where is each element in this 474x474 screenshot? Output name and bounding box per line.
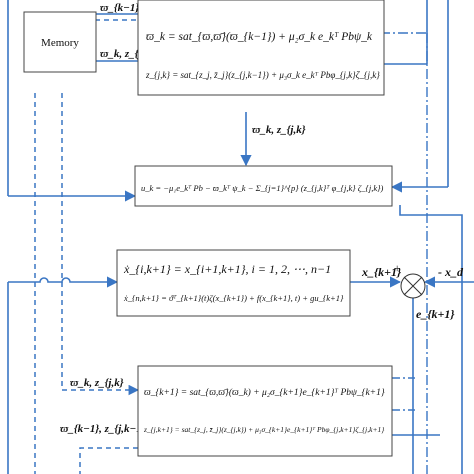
dashdot-lines <box>380 32 428 474</box>
sum-plus: + <box>393 261 401 275</box>
lower-law-out-signal: ϖ_{k−1}, z_{j,k−1} <box>60 423 146 435</box>
upper-law-line1: ϖ_k = sat_{ϖ,ϖ̄}(ϖ_{k−1}) + μ₂σ_k e_kᵀ P… <box>146 31 373 43</box>
controller-equation: u_k = −μ₁e_kᵀ Pb − ϖ_kᵀ ψ_k − Σ_{j=1}^{p… <box>141 183 384 193</box>
upper-adaptive-law-block: ϖ_k = sat_{ϖ,ϖ̄}(ϖ_{k−1}) + μ₂σ_k e_kᵀ P… <box>137 0 385 96</box>
summing-junction <box>400 273 426 299</box>
upper-law-line2: z_{j,k} = sat_{z_j, z̄_j}(z_{j,k−1}) + μ… <box>145 70 380 80</box>
lower-law-in-signal: ϖ_k, z_{j,k} <box>70 377 124 389</box>
reference-label: - x_d <box>438 265 464 279</box>
signal-to-controller: ϖ_k, z_{j,k} <box>252 124 306 136</box>
lower-law-line2: z_{j,k+1} = sat_{z_j, z̄_j}(z_{j,k}) + μ… <box>143 425 384 434</box>
error-label: e_{k+1} <box>416 307 455 321</box>
plant-line2: ẋ_{n,k+1} = ϑᵀ_{k+1}(t)ζ(x_{k+1}) + f(x_… <box>123 293 344 303</box>
controller-block: u_k = −μ₁e_kᵀ Pb − ϖ_kᵀ ψ_k − Σ_{j=1}^{p… <box>134 165 393 207</box>
memory-block: Memory <box>23 11 97 73</box>
lower-adaptive-law-block: ϖ_{k+1} = sat_{ϖ,ϖ̄}(ϖ_k) + μ₂σ_{k+1}e_{… <box>137 365 393 457</box>
memory-label: Memory <box>41 37 79 49</box>
plant-block: ẋ_{i,k+1} = x_{i+1,k+1}, i = 1, 2, ⋯, n−… <box>116 249 351 317</box>
plant-output-label: x_{k+1} <box>361 265 402 279</box>
plant-line1: ẋ_{i,k+1} = x_{i+1,k+1}, i = 1, 2, ⋯, n−… <box>123 262 331 276</box>
dashed-lines <box>34 19 140 474</box>
lower-law-line1: ϖ_{k+1} = sat_{ϖ,ϖ̄}(ϖ_k) + μ₂σ_{k+1}e_{… <box>144 387 385 398</box>
solid-lines <box>7 0 474 474</box>
